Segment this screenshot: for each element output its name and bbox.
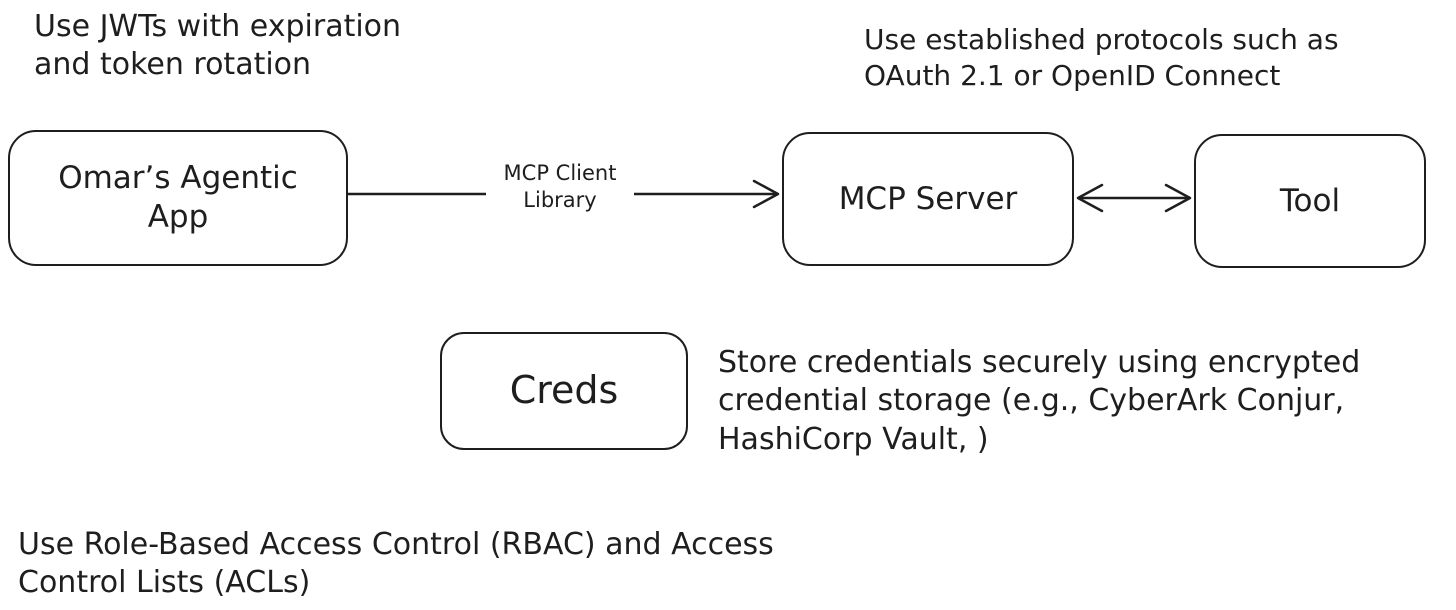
jwt-note-line-1: Use JWTs with expiration bbox=[34, 9, 402, 44]
protocols-note-line-2: OAuth 2.1 or OpenID Connect bbox=[864, 58, 1281, 92]
tool-node[interactable]: Tool bbox=[1194, 134, 1426, 268]
agentic-app-node[interactable]: Omar’s Agentic App bbox=[8, 130, 348, 266]
protocols-note: Use established protocols such as OAuth … bbox=[864, 22, 1339, 94]
rbac-note: Use Role-Based Access Control (RBAC) and… bbox=[18, 526, 774, 603]
agentic-app-label-line-2: App bbox=[147, 199, 209, 235]
jwt-note: Use JWTs with expiration and token rotat… bbox=[34, 8, 401, 85]
protocols-note-line-1: Use established protocols such as bbox=[864, 23, 1339, 56]
client-library-label-line-1: MCP Client bbox=[503, 161, 617, 185]
creds-node[interactable]: Creds bbox=[440, 332, 688, 450]
mcp-server-arrowhead bbox=[752, 179, 780, 209]
creds-storage-note: Store credentials securely using encrypt… bbox=[718, 344, 1360, 459]
mcp-server-label: MCP Server bbox=[838, 180, 1018, 217]
agentic-app-label: Omar’s Agentic App bbox=[58, 159, 298, 237]
client-library-label-line-2: Library bbox=[523, 188, 597, 213]
tool-side-arrowhead bbox=[1164, 183, 1192, 213]
creds-label: Creds bbox=[509, 368, 619, 413]
jwt-note-line-2: and token rotation bbox=[34, 47, 312, 83]
creds-storage-note-line-3: HashiCorp Vault, ) bbox=[718, 421, 989, 457]
creds-storage-note-line-2: credential storage (e.g., CyberArk Conju… bbox=[718, 383, 1345, 419]
tool-label: Tool bbox=[1279, 182, 1341, 219]
rbac-note-line-2: Control Lists (ACLs) bbox=[18, 565, 311, 601]
server-side-arrowhead bbox=[1076, 183, 1104, 213]
client-library-edge-label: MCP Client Library bbox=[486, 160, 634, 215]
agentic-app-label-line-1: Omar’s Agentic bbox=[58, 160, 298, 197]
mcp-server-node[interactable]: MCP Server bbox=[782, 132, 1074, 266]
creds-storage-note-line-1: Store credentials securely using encrypt… bbox=[718, 345, 1361, 380]
rbac-note-line-1: Use Role-Based Access Control (RBAC) and… bbox=[18, 527, 774, 562]
